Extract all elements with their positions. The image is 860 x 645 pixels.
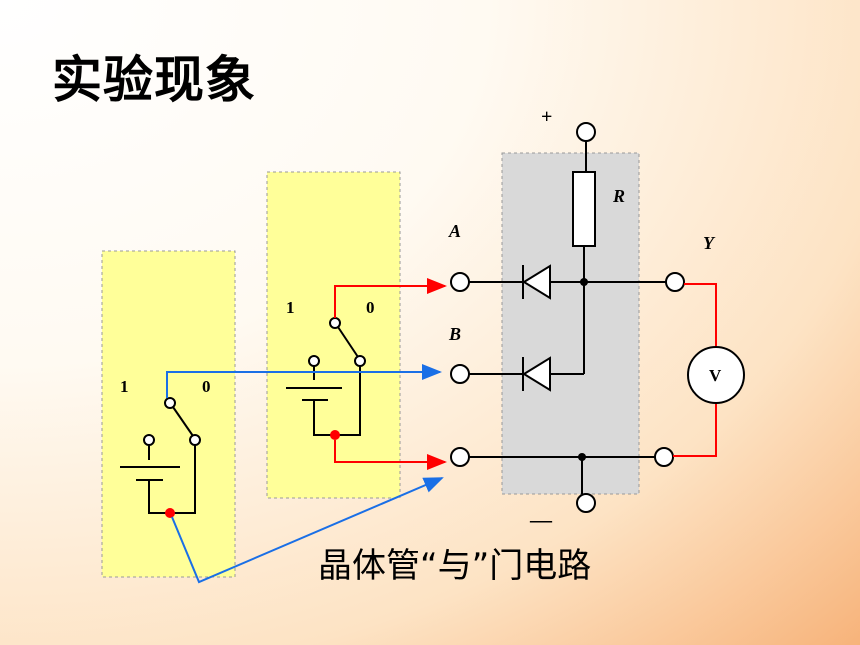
diode-b	[522, 356, 551, 392]
diagram-caption: 晶体管“与”门电路	[318, 546, 592, 586]
positive-terminal	[576, 122, 596, 142]
switch-box-b	[101, 250, 236, 578]
input-b-label: B	[448, 324, 461, 344]
terminal-y	[665, 272, 685, 292]
switch-a-one-label: 1	[286, 298, 295, 317]
blue-wire-ground	[171, 477, 444, 584]
resistor-r	[572, 171, 596, 247]
red-wire-a	[334, 278, 447, 318]
terminal-b	[450, 364, 470, 384]
plus-label: +	[541, 106, 552, 128]
slide-title: 实验现象	[52, 51, 256, 109]
terminal-a	[450, 272, 470, 292]
switch-box-a	[266, 171, 401, 499]
voltmeter-label: V	[709, 366, 722, 385]
terminal-ground-out	[654, 447, 674, 467]
negative-terminal	[576, 493, 596, 513]
terminal-ground-in	[450, 447, 470, 467]
gate-box	[501, 152, 640, 495]
red-wire-ground	[334, 440, 447, 470]
blue-wire-b	[166, 364, 442, 398]
switch-b-zero-label: 0	[202, 377, 211, 396]
output-y-label: Y	[703, 233, 716, 253]
diode-a	[522, 264, 551, 300]
switch-a-zero-label: 0	[366, 298, 375, 317]
switch-a	[286, 317, 366, 440]
resistor-label: R	[612, 186, 625, 206]
minus-label: —	[529, 507, 553, 532]
switch-b	[120, 397, 201, 518]
switch-b-one-label: 1	[120, 377, 129, 396]
input-a-label: A	[448, 221, 461, 241]
voltmeter	[687, 346, 745, 404]
